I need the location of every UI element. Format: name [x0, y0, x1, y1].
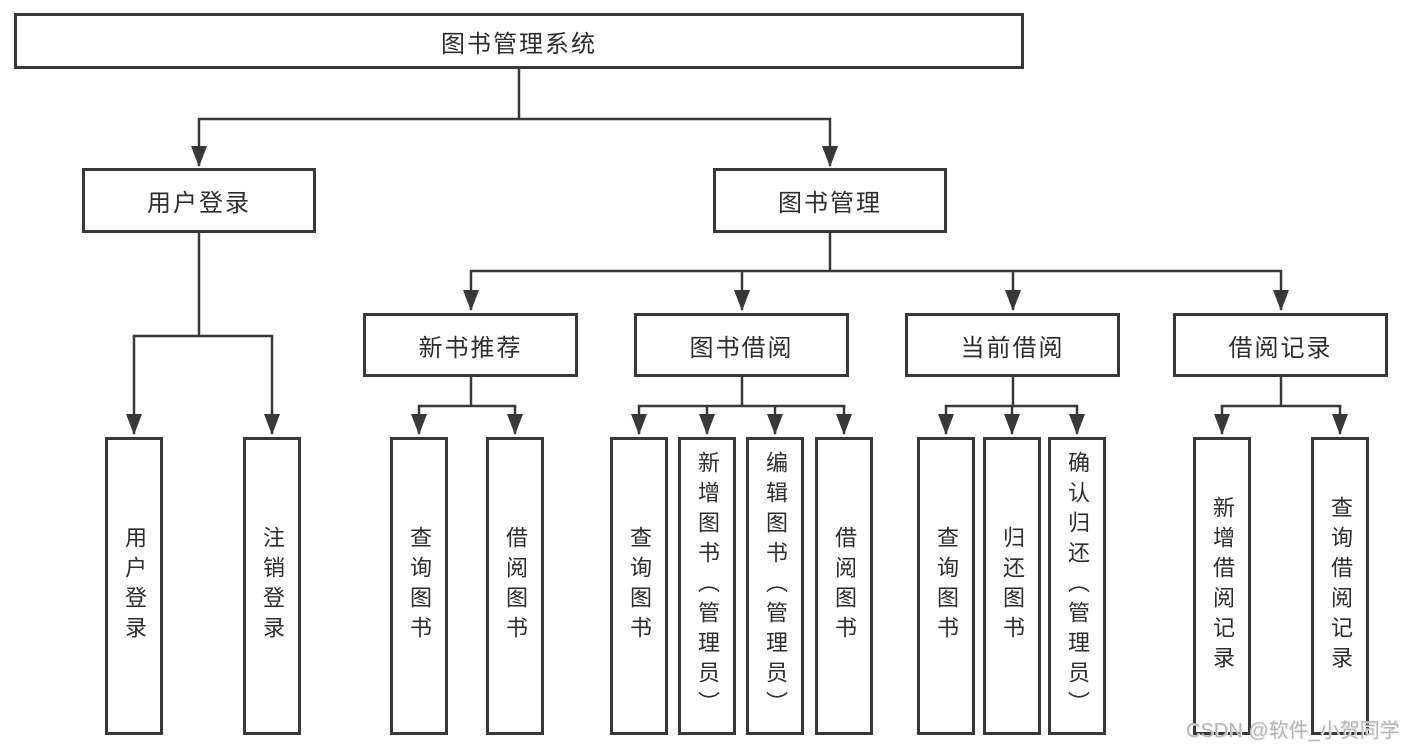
leaf-borrow-books-recommend: 借阅图书: [486, 437, 544, 735]
leaf-confirm-return-admin: 确认归还（管理员）: [1048, 437, 1106, 735]
watermark-text: CSDN @软件_小贺同学: [1186, 720, 1400, 742]
node-book-borrow: 图书借阅: [634, 313, 849, 377]
node-new-book-recommend: 新书推荐: [363, 313, 578, 377]
node-book-management: 图书管理: [713, 168, 947, 233]
leaf-add-borrow-record: 新增借阅记录: [1193, 437, 1251, 735]
leaf-query-books-borrow: 查询图书: [610, 437, 668, 735]
node-library-management-system: 图书管理系统: [14, 13, 1024, 69]
leaf-query-borrow-record: 查询借阅记录: [1311, 437, 1369, 735]
node-user-login: 用户登录: [82, 168, 316, 233]
leaf-user-login: 用户登录: [105, 437, 163, 735]
leaf-edit-books-admin: 编辑图书（管理员）: [746, 437, 804, 735]
leaf-borrow-books: 借阅图书: [815, 437, 873, 735]
leaf-return-books: 归还图书: [983, 437, 1041, 735]
leaf-logout-login: 注销登录: [243, 437, 301, 735]
leaf-query-books-current: 查询图书: [917, 437, 975, 735]
node-borrow-records: 借阅记录: [1173, 313, 1388, 377]
leaf-query-books-recommend: 查询图书: [390, 437, 448, 735]
leaf-add-books-admin: 新增图书（管理员）: [678, 437, 736, 735]
node-current-borrow: 当前借阅: [905, 313, 1120, 377]
